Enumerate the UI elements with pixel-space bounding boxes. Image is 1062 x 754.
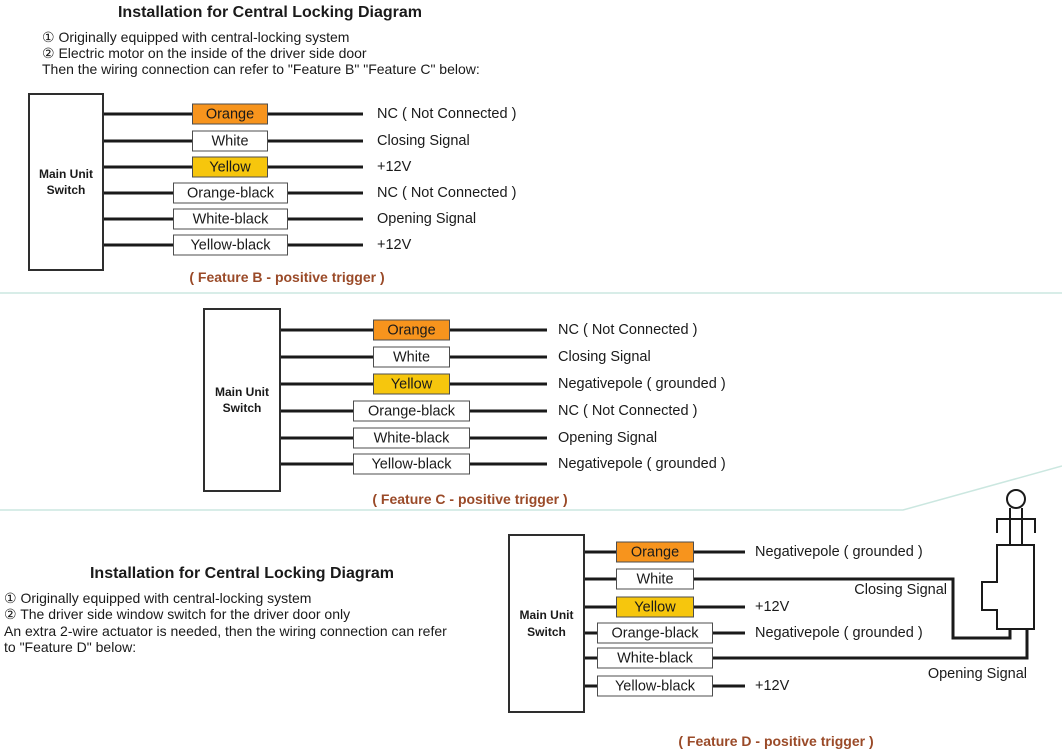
note-bottom-4: to "Feature D" below: <box>4 639 137 655</box>
note-top-2: ② Electric motor on the inside of the dr… <box>42 45 367 61</box>
caption-feature-d: ( Feature D - positive trigger ) <box>678 733 874 749</box>
wire-label-b-yellow: Yellow <box>192 156 268 178</box>
note-bottom-1: ① Originally equipped with central-locki… <box>4 590 312 606</box>
page-title-top: Installation for Central Locking Diagram <box>117 4 423 21</box>
connection-label-c-6: Negativepole ( grounded ) <box>558 456 726 472</box>
caption-feature-b: ( Feature B - positive trigger ) <box>189 269 385 285</box>
wire-label-c-white: White <box>373 346 450 368</box>
wire-label-c-orange-black: Orange-black <box>353 400 470 422</box>
wire-label-b-yellow-black: Yellow-black <box>173 234 288 256</box>
wire-label-d-yellow: Yellow <box>616 596 694 618</box>
page-title-bottom: Installation for Central Locking Diagram <box>89 565 395 582</box>
wire-label-b-white-black: White-black <box>173 208 288 230</box>
section-separator-2 <box>0 465 1062 511</box>
connection-label-c-5: Opening Signal <box>558 430 658 446</box>
wire-d-white-closing <box>581 577 1012 640</box>
connection-label-b-3: +12V <box>377 159 412 175</box>
connection-label-b-1: NC ( Not Connected ) <box>377 106 517 122</box>
main-unit-label-line1: Main Unit <box>215 384 269 399</box>
wire-label-b-white: White <box>192 130 268 152</box>
note-top-1: ① Originally equipped with central-locki… <box>42 29 350 45</box>
main-unit-switch-box-c: Main Unit Switch <box>203 308 281 492</box>
connection-label-c-3: Negativepole ( grounded ) <box>558 376 726 392</box>
connection-label-c-4: NC ( Not Connected ) <box>558 403 698 419</box>
main-unit-label-line1: Main Unit <box>519 608 574 623</box>
wire-label-d-orange-black: Orange-black <box>597 622 713 644</box>
wire-label-c-orange: Orange <box>373 319 450 341</box>
connection-label-b-6: +12V <box>377 237 412 253</box>
note-bottom-2: ② The driver side window switch for the … <box>4 606 351 622</box>
main-unit-switch-box-d: Main Unit Switch <box>508 534 585 713</box>
door-lock-actuator-icon <box>981 489 1036 630</box>
note-top-3: Then the wiring connection can refer to … <box>42 61 480 77</box>
main-unit-switch-box-b: Main Unit Switch <box>28 93 104 271</box>
main-unit-label-line1: Main Unit <box>39 166 93 181</box>
wire-label-d-white-black: White-black <box>597 647 713 669</box>
connection-label-d-4: Negativepole ( grounded ) <box>755 625 923 641</box>
opening-signal-label: Opening Signal <box>927 666 1027 682</box>
connection-label-d-6: +12V <box>755 678 790 694</box>
main-unit-label-line2: Switch <box>46 183 86 197</box>
connection-label-c-2: Closing Signal <box>558 349 651 365</box>
main-unit-label-line2: Switch <box>222 401 262 415</box>
actuator-body <box>981 544 1035 630</box>
wire-label-c-white-black: White-black <box>353 427 470 449</box>
connection-label-d-1: Negativepole ( grounded ) <box>755 544 923 560</box>
wire-label-b-orange: Orange <box>192 103 268 125</box>
connection-label-b-5: Opening Signal <box>377 211 477 227</box>
note-bottom-3: An extra 2-wire actuator is needed, then… <box>4 623 447 639</box>
connection-label-d-3: +12V <box>755 599 790 615</box>
wire-label-c-yellow: Yellow <box>373 373 450 395</box>
wire-label-c-yellow-black: Yellow-black <box>353 453 470 475</box>
wire-d-white-black-opening <box>581 629 1029 660</box>
wire-label-d-orange: Orange <box>616 541 694 563</box>
connection-label-b-2: Closing Signal <box>377 133 470 149</box>
actuator-bracket <box>996 518 1036 533</box>
wire-label-b-orange-black: Orange-black <box>173 182 288 204</box>
main-unit-label-line2: Switch <box>527 624 566 639</box>
wire-label-d-white: White <box>616 568 694 590</box>
wire-label-d-yellow-black: Yellow-black <box>597 675 713 697</box>
actuator-knob <box>1006 489 1026 509</box>
connection-label-b-4: NC ( Not Connected ) <box>377 185 517 201</box>
closing-signal-label: Closing Signal <box>854 582 947 598</box>
caption-feature-c: ( Feature C - positive trigger ) <box>372 491 568 507</box>
connection-label-c-1: NC ( Not Connected ) <box>558 322 698 338</box>
